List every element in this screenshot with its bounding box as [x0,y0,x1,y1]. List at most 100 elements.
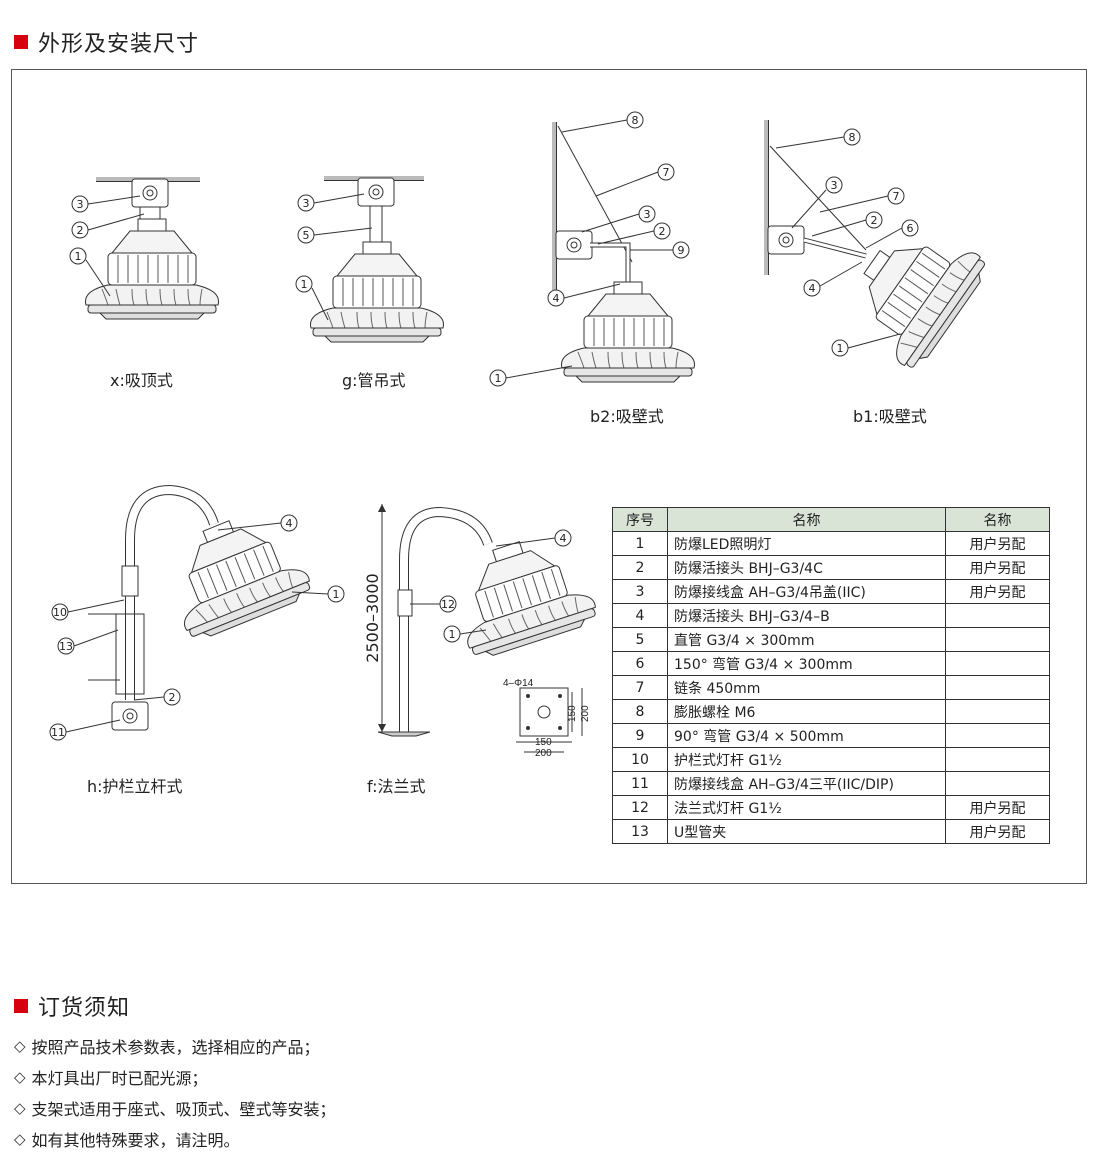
svg-text:3: 3 [831,179,838,192]
cell-no: 11 [612,771,668,796]
svg-text:4: 4 [560,532,567,545]
diamond-bullet-icon: ◇ [14,1129,26,1148]
header-no: 序号 [612,507,668,532]
svg-text:9: 9 [678,244,685,257]
svg-text:150: 150 [567,705,578,722]
cell-name: 150° 弯管 G3/4 × 300mm [667,651,946,676]
svg-text:3: 3 [77,198,84,211]
cell-remark: 用户另配 [945,579,1050,604]
drawing-f: 2500–3000 4–Φ14 150 200 150 200 [363,504,601,759]
svg-text:1: 1 [333,588,340,601]
svg-text:13: 13 [59,640,73,653]
caption-f: f:法兰式 [367,777,426,796]
svg-text:7: 7 [663,166,670,179]
cell-name: 防爆接线盒 AH–G3/4吊盖(IIC) [667,579,946,604]
cell-name: 膨胀螺栓 M6 [667,699,946,724]
svg-text:4: 4 [553,292,560,305]
svg-text:4: 4 [809,282,816,295]
section-header-ordering: 订货须知 [14,990,130,1022]
svg-text:1: 1 [837,342,844,355]
diamond-bullet-icon: ◇ [14,1067,26,1086]
cell-name: 防爆LED照明灯 [667,531,946,556]
diamond-bullet-icon: ◇ [14,1098,26,1117]
cell-no: 8 [612,699,668,724]
cell-remark [945,747,1050,772]
svg-text:3: 3 [644,208,651,221]
cell-name: 防爆活接头 BHJ–G3/4–B [667,603,946,628]
svg-text:2: 2 [659,225,666,238]
drawing-g [309,176,445,343]
svg-text:1: 1 [75,250,82,263]
cell-name: 防爆接线盒 AH–G3/4三平(IIC/DIP) [667,771,946,796]
svg-text:11: 11 [51,726,65,739]
cell-no: 1 [612,531,668,556]
ordering-notes: ◇按照产品技术参数表，选择相应的产品； ◇本灯具出厂时已配光源； ◇支架式适用于… [14,1030,336,1154]
svg-text:150: 150 [535,737,552,748]
callouts-b1: 8 3 7 2 6 4 1 [775,128,919,357]
svg-text:4: 4 [286,517,293,530]
cell-no: 5 [612,627,668,652]
cell-remark: 用户另配 [945,555,1050,580]
cell-name: U型管夹 [667,819,946,844]
callouts-b2: 8 7 3 2 9 4 1 [489,111,690,387]
drawing-h [88,484,316,731]
svg-text:12: 12 [441,598,455,611]
caption-b2: b2:吸壁式 [590,407,664,426]
callouts-h: 4 1 10 13 2 11 [49,514,345,741]
cell-name: 链条 450mm [667,675,946,700]
cell-no: 7 [612,675,668,700]
svg-text:1: 1 [495,372,502,385]
svg-text:1: 1 [449,628,456,641]
cell-remark: 用户另配 [945,819,1050,844]
list-item: ◇如有其他特殊要求，请注明。 [14,1129,240,1150]
cell-remark [945,723,1050,748]
caption-g: g:管吊式 [342,371,406,390]
svg-text:3: 3 [303,197,310,210]
section-title: 外形及安装尺寸 [38,32,200,57]
svg-text:2: 2 [871,214,878,227]
cell-remark [945,771,1050,796]
cell-name: 防爆活接头 BHJ–G3/4C [667,555,946,580]
caption-b1: b1:吸壁式 [853,407,927,426]
red-square-icon [14,35,28,49]
cell-no: 10 [612,747,668,772]
cell-no: 4 [612,603,668,628]
svg-text:7: 7 [893,190,900,203]
header-remark: 名称 [945,507,1050,532]
drawing-frame [11,69,1087,884]
svg-text:5: 5 [303,229,310,242]
caption-x: x:吸顶式 [110,371,173,390]
cell-remark [945,627,1050,652]
cell-remark [945,675,1050,700]
svg-text:10: 10 [53,606,67,619]
list-item: ◇按照产品技术参数表，选择相应的产品； [14,1036,320,1057]
cell-no: 13 [612,819,668,844]
cell-name: 护栏式灯杆 G1½ [667,747,946,772]
list-item: ◇本灯具出厂时已配光源； [14,1067,208,1088]
svg-text:6: 6 [907,222,914,235]
cell-name: 法兰式灯杆 G1½ [667,795,946,820]
callouts-x: 3 2 1 [69,195,145,297]
svg-text:8: 8 [632,114,639,127]
cell-no: 6 [612,651,668,676]
svg-text:200: 200 [580,705,591,722]
cell-remark [945,699,1050,724]
section-title: 订货须知 [38,996,131,1021]
drawing-x [84,177,220,320]
callouts-f: 4 12 1 [410,529,572,643]
drawing-b2 [552,122,696,383]
cell-no: 12 [612,795,668,820]
svg-text:2: 2 [77,224,84,237]
